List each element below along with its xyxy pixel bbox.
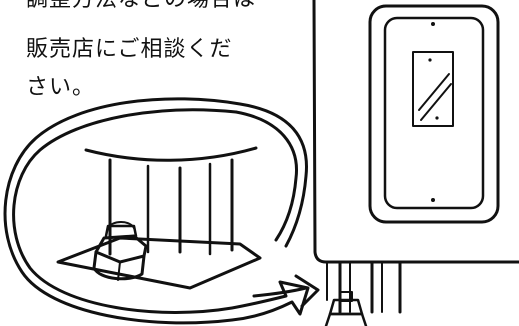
caption-line-1: 調整方法などの場合は: [26, 0, 256, 14]
magnifier-balloon: [3, 97, 310, 325]
magnified-detail: [56, 146, 262, 290]
appliance-legs: [338, 260, 402, 314]
caption-line-3: さい。: [26, 75, 96, 100]
pointer-arrow: [252, 274, 320, 308]
caption-line-2: 販売店にご相談くだ: [26, 37, 233, 62]
small-leveling-nut: [324, 291, 368, 326]
cabinet-outline: [312, 0, 519, 301]
control-panel: [368, 4, 500, 224]
